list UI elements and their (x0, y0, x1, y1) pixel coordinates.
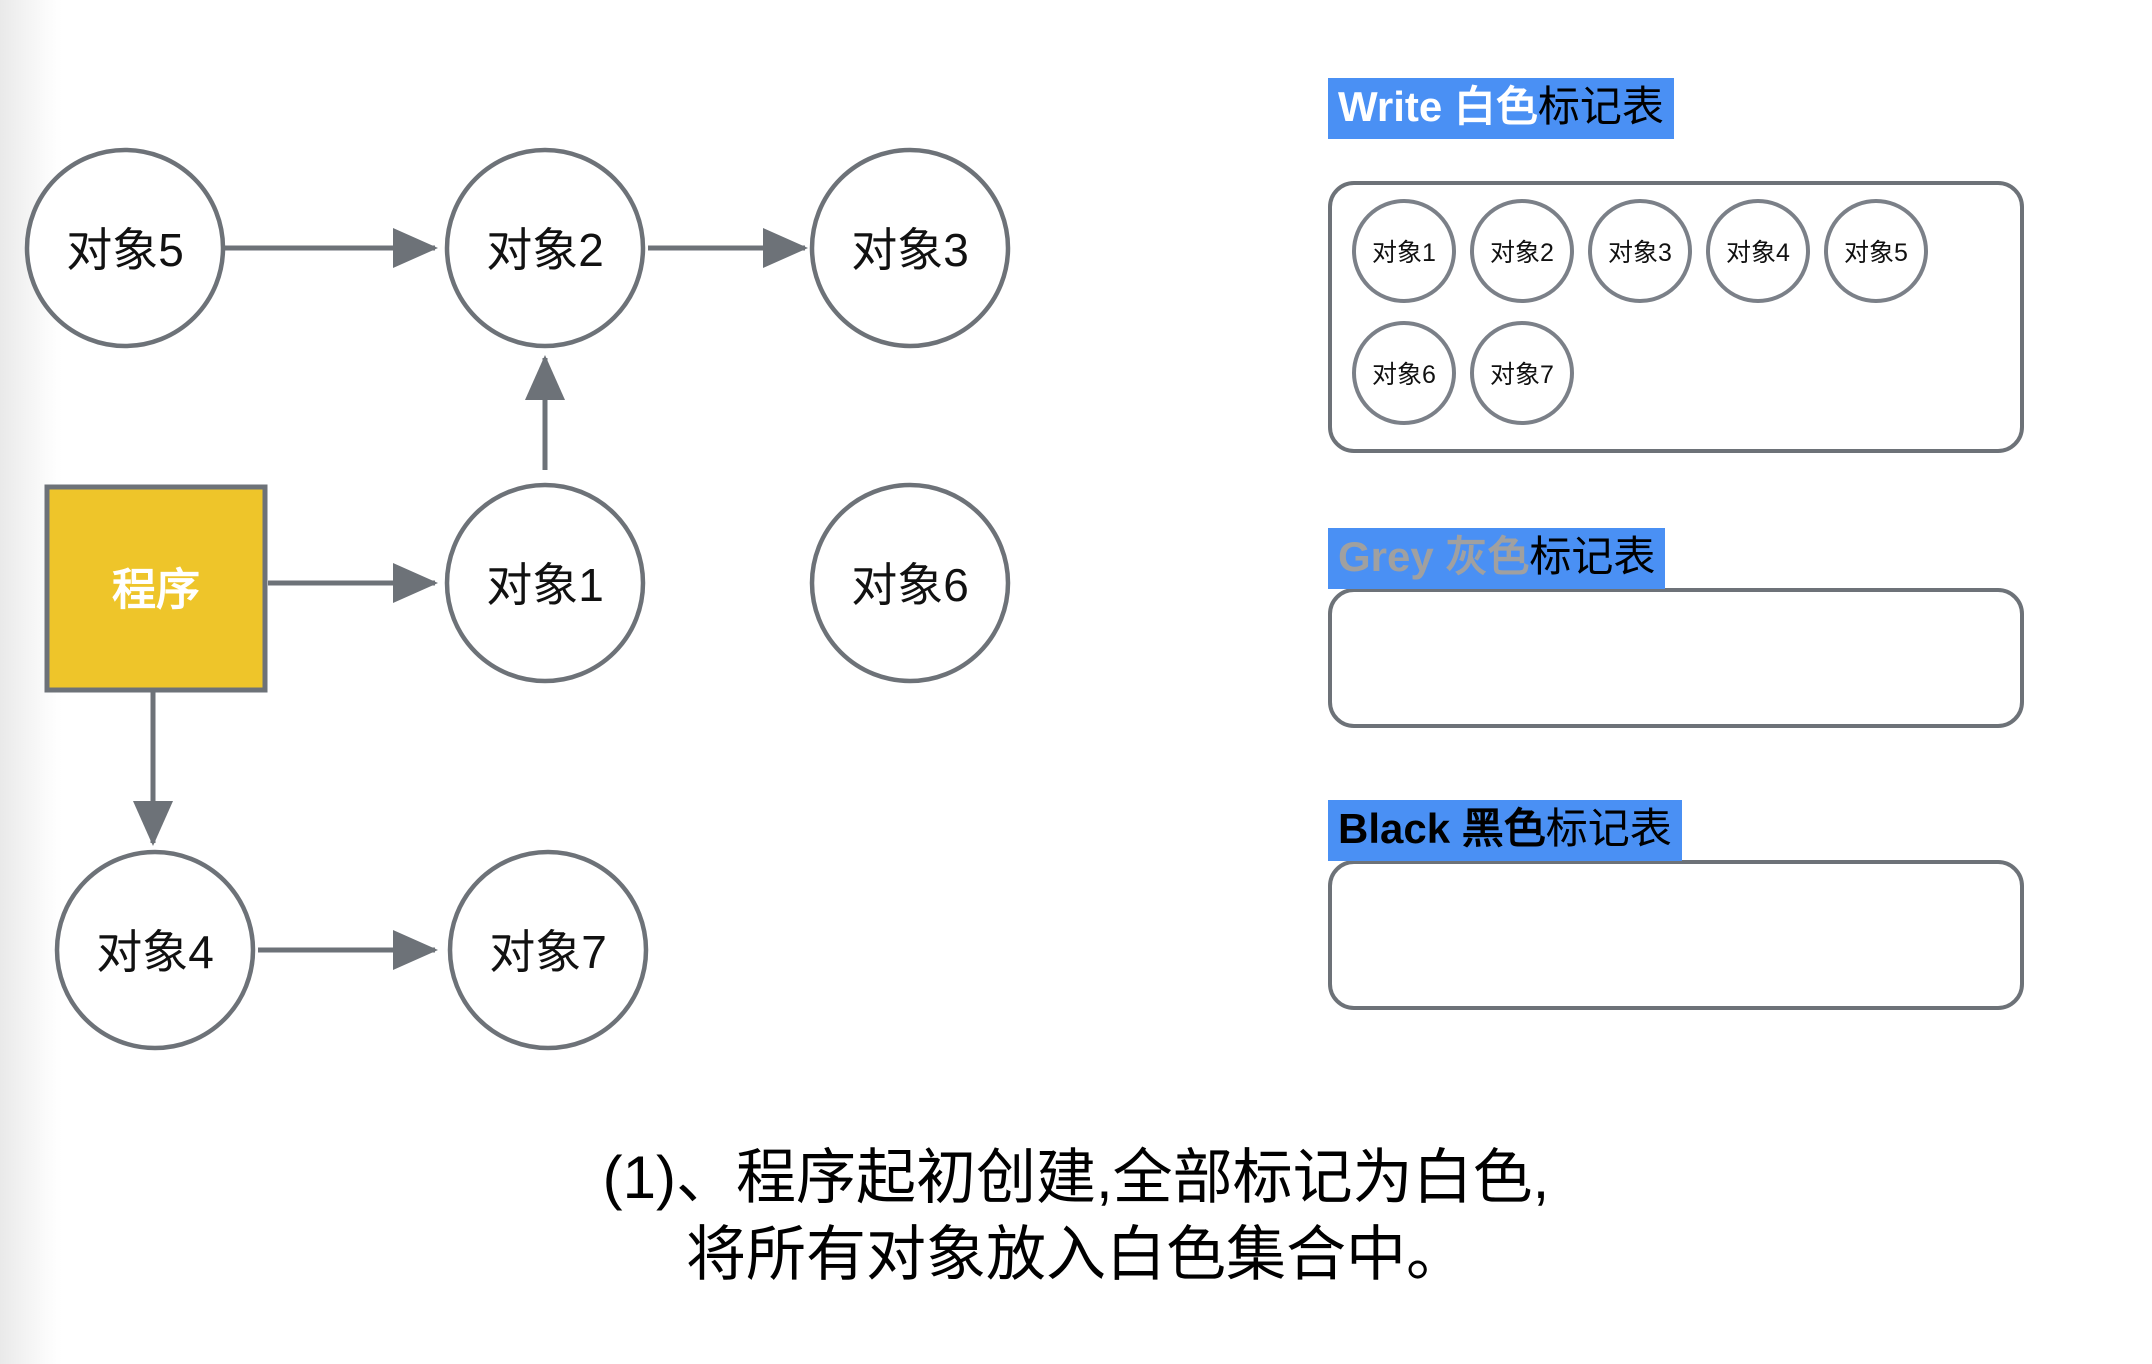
white-mark-table-tag: Write 白色标记表 (1328, 78, 1674, 140)
graph-node-obj6-label: 对象6 (851, 559, 969, 611)
grey-tag-en: Grey (1338, 533, 1434, 580)
white-item-chip[interactable]: 对象7 (1470, 321, 1574, 425)
white-item-chip[interactable]: 对象6 (1352, 321, 1456, 425)
black-tag-rest-cn: 标记表 (1545, 805, 1672, 852)
white-item-chip[interactable]: 对象1 (1352, 199, 1456, 303)
graph-node-obj6[interactable]: 对象6 (809, 482, 1011, 684)
graph-node-obj1[interactable]: 对象1 (444, 482, 646, 684)
graph-node-obj4-label: 对象4 (96, 926, 214, 978)
white-tag-en: Write (1338, 83, 1443, 130)
black-tag-color-cn: 黑色 (1450, 805, 1546, 852)
white-item-chip[interactable]: 对象4 (1706, 199, 1810, 303)
black-mark-table-tag: Black 黑色标记表 (1328, 800, 1682, 862)
graph-node-obj5-label: 对象5 (66, 224, 184, 276)
grey-tag-color-cn: 灰色 (1433, 533, 1530, 580)
white-item-chip[interactable]: 对象3 (1588, 199, 1692, 303)
white-tag-rest-cn: 标记表 (1537, 83, 1664, 130)
object-reference-graph: 对象5 对象2 对象3 对象1 对象6 对象4 对象7 程序 (24, 147, 1011, 1051)
white-item-chip[interactable]: 对象5 (1824, 199, 1928, 303)
white-mark-table-items: 对象1 对象2 对象3 对象4 对象5 对象6 对象7 (1352, 199, 2000, 425)
grey-mark-table-bin[interactable] (1328, 588, 2024, 728)
graph-node-obj7-label: 对象7 (489, 926, 607, 978)
graph-node-obj7[interactable]: 对象7 (447, 849, 649, 1051)
graph-node-obj2[interactable]: 对象2 (444, 147, 646, 349)
graph-node-obj3-label: 对象3 (851, 224, 969, 276)
graph-node-obj4[interactable]: 对象4 (54, 849, 256, 1051)
black-tag-en: Black (1338, 805, 1451, 852)
black-mark-table-bin[interactable] (1328, 860, 2024, 1010)
caption-line-1: (1)、程序起初创建,全部标记为白色, (602, 1144, 1550, 1211)
graph-node-obj1-label: 对象1 (486, 559, 604, 611)
graph-node-program[interactable]: 程序 (44, 484, 268, 693)
white-item-chip[interactable]: 对象2 (1470, 199, 1574, 303)
slide-caption: (1)、程序起初创建,全部标记为白色, 将所有对象放入白色集合中。 (0, 1140, 2152, 1294)
graph-node-obj5[interactable]: 对象5 (24, 147, 226, 349)
graph-node-obj2-label: 对象2 (486, 224, 604, 276)
grey-tag-rest-cn: 标记表 (1529, 533, 1656, 580)
grey-mark-table-tag: Grey 灰色标记表 (1328, 528, 1666, 590)
graph-node-program-label: 程序 (112, 566, 200, 615)
white-tag-color-cn: 白色 (1442, 83, 1538, 130)
graph-node-obj3[interactable]: 对象3 (809, 147, 1011, 349)
caption-line-2: 将所有对象放入白色集合中。 (686, 1220, 1466, 1288)
